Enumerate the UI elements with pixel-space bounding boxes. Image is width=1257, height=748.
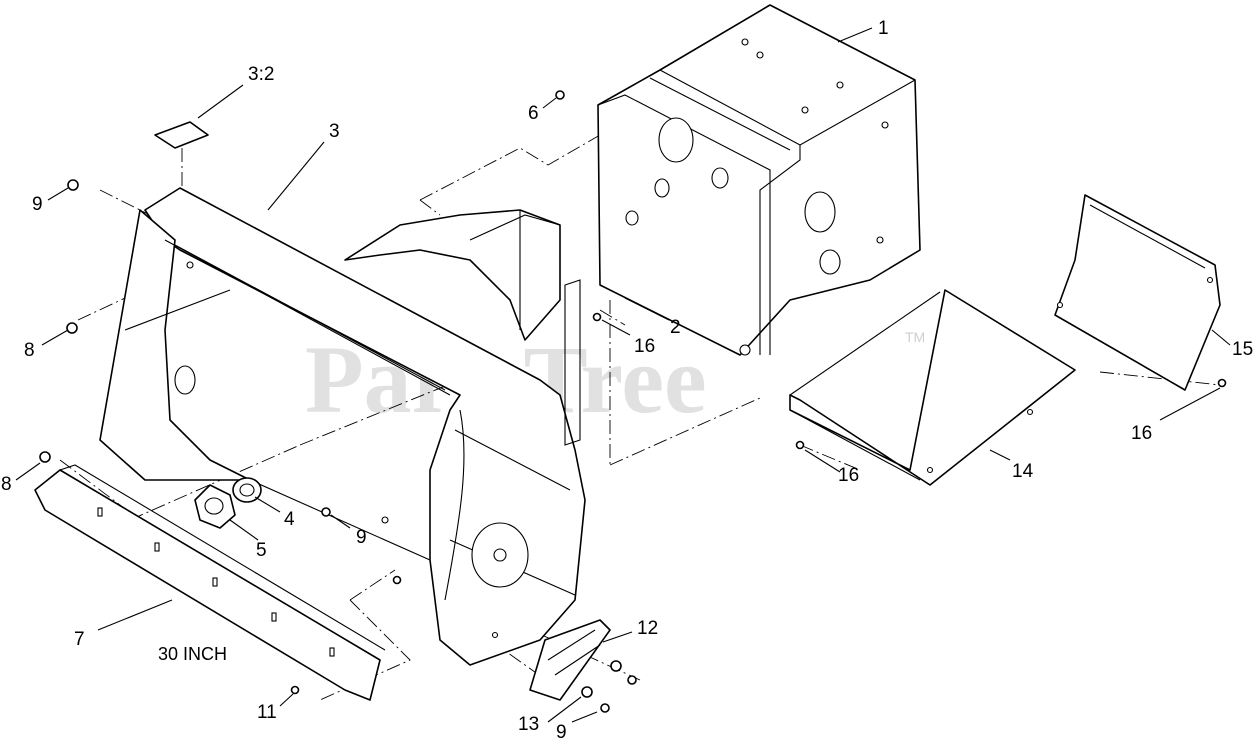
callout-4: 4 [284,509,295,530]
callout-3: 3 [329,121,340,142]
callout-7: 7 [74,629,85,650]
callout-5: 5 [256,540,267,561]
callout-14: 14 [1012,461,1034,482]
callout-16-upper: 16 [634,336,655,357]
callout-3-2: 3:2 [248,64,274,85]
impeller-housing [344,209,581,446]
size-note: 30 INCH [158,644,227,664]
callout-15: 15 [1232,339,1253,360]
callout-9-middle: 9 [356,527,367,548]
watermark-tm: TM [905,329,925,345]
callout-leaders [15,27,1231,723]
hardware-fasteners [39,90,1227,713]
part-4-bearing [232,477,262,503]
callout-1: 1 [878,18,889,39]
callout-8-upper: 8 [24,340,35,361]
callout-12: 12 [637,618,658,639]
callout-9-upper: 9 [32,194,43,215]
callout-6: 6 [528,103,539,124]
callout-labels: 1 2 3 3:2 4 5 6 7 8 8 9 9 9 11 12 13 14 … [1,18,1253,743]
part-3-2-decal [154,121,209,149]
callout-13: 13 [518,714,539,735]
part-1-frame-housing [597,4,921,356]
callout-11: 11 [257,702,277,723]
callout-16-right: 16 [1131,423,1152,444]
part-12-skid [529,619,611,701]
part-15-side-shield [1054,194,1221,391]
part-3-auger-housing [99,187,586,666]
part-14-bottom-plate [789,289,1076,486]
part-7-scraper-bar [34,464,386,701]
part-5-flange [194,484,236,529]
callout-8-lower: 8 [1,474,12,495]
callout-16-bottom: 16 [838,465,859,486]
callout-2: 2 [670,317,681,338]
callout-9-lower: 9 [556,722,567,743]
